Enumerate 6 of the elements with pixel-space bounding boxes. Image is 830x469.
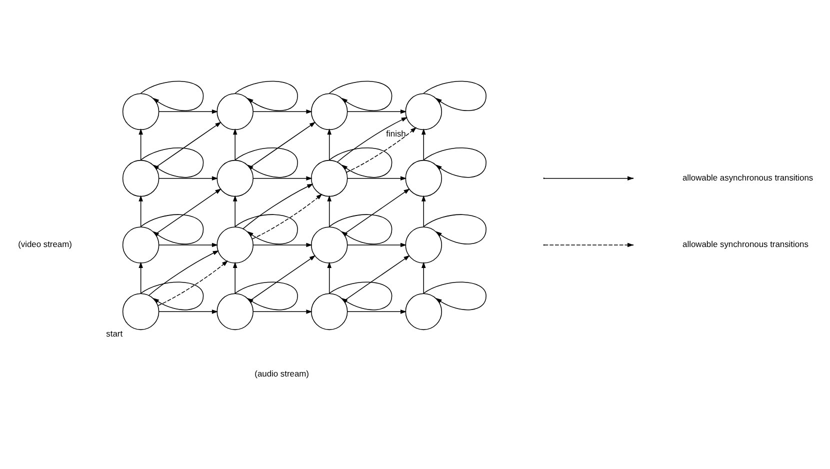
legend-label: allowable asynchronous transitions [682, 172, 814, 182]
legend-label: allowable synchronous transitions [682, 239, 808, 250]
node-label: finish [386, 128, 406, 138]
node-label: start [106, 328, 123, 338]
label: (video stream) [18, 239, 72, 250]
label: (audio stream) [254, 368, 309, 378]
